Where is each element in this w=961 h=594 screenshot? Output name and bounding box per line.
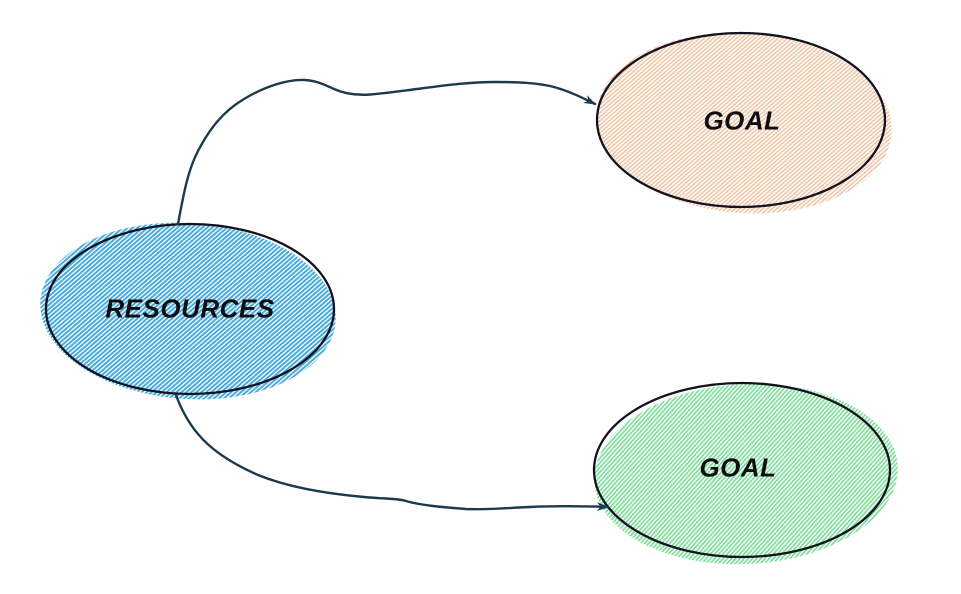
goal-bottom-ellipse-fill [594, 383, 898, 565]
edge-resources-to-goal-bottom [174, 393, 610, 512]
resources-ellipse-outline [44, 222, 336, 396]
resources-ellipse-fill [40, 222, 336, 400]
edge-resources-to-goal-top [176, 78, 597, 226]
goal-top-ellipse-fill [596, 32, 892, 214]
node-label-resources: RESOURCES [105, 293, 275, 324]
goal-top-ellipse-outline [595, 31, 887, 209]
edge-resources-to-goal-top-path [176, 78, 597, 226]
goal-bottom-ellipse-outline [592, 381, 892, 559]
node-goal-top [595, 31, 892, 214]
node-label-goal-bottom: GOAL [699, 452, 777, 483]
node-resources [40, 222, 336, 400]
edge-resources-to-goal-bottom-path [174, 393, 610, 512]
node-label-goal-top: GOAL [703, 105, 781, 136]
node-goal-bottom [592, 381, 898, 565]
